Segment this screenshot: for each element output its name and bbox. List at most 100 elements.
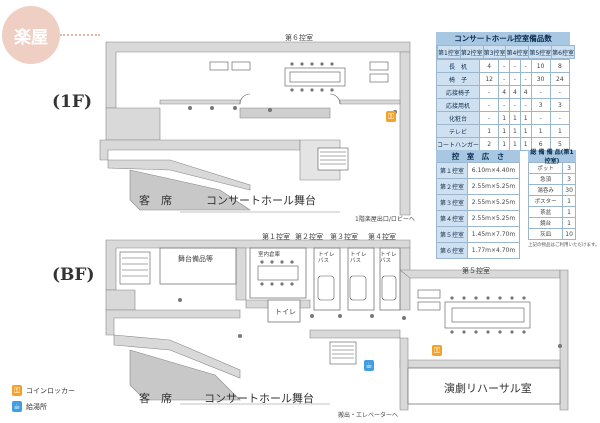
equipment-cell: -: [498, 59, 510, 73]
map-1f-stairs: [317, 147, 349, 171]
equipment-cell: -: [530, 85, 551, 99]
equipment-cell: 3: [530, 98, 551, 112]
equipment-cell: -: [509, 72, 521, 86]
equipment-table: コンサートホール控室備品数 第1控室 第2控室 第3控室 第4控室 第5控室 第…: [435, 32, 575, 151]
map-bf-rehearsal-room: [407, 367, 561, 405]
equipment-cell: 30: [530, 72, 551, 86]
label-1f-seats: 客 席: [139, 194, 172, 207]
equipment-row-label: 長 机: [435, 59, 481, 73]
size-row-value: 6.10m×4.40m: [467, 162, 520, 179]
size-row-label: 第２控室: [436, 178, 468, 195]
equipment-cell: 1: [498, 124, 510, 138]
size-row-label: 第６控室: [436, 242, 468, 259]
equipment-cell: 4: [509, 85, 521, 99]
equipment-cell: -: [509, 98, 521, 112]
water-icon: ☕: [364, 360, 374, 371]
size-row-value: 2.55m×5.25m: [467, 210, 520, 227]
general-row-value: 1: [562, 195, 576, 207]
equipment-cell: -: [549, 111, 571, 125]
legend-coin-locker-label: コインロッカー: [26, 386, 75, 395]
size-table-title: 控 室 広 さ: [436, 150, 520, 162]
dotted-divider: [60, 34, 100, 36]
general-row-value: 10: [562, 228, 576, 240]
label-toilet-bath-2: トイレ バス: [350, 252, 367, 264]
label-1f-exit: 1階楽屋出口/ロビーへ: [355, 216, 415, 223]
equipment-cell: 8: [549, 59, 571, 73]
general-row-value: 30: [562, 184, 576, 196]
label-room3: 第３控室: [330, 233, 358, 241]
general-row-label: 茶盆: [527, 206, 564, 218]
size-row-value: 1.45m×7.70m: [467, 226, 520, 243]
equipment-cell: -: [498, 98, 510, 112]
size-row-label: 第４控室: [436, 210, 468, 227]
equipment-row-label: 応接椅子: [435, 85, 481, 99]
label-room1: 第１控室: [262, 233, 290, 241]
water-icon: ☕: [12, 401, 22, 412]
label-room6: 第６控室: [285, 34, 313, 42]
map-bf-stairs-right: [329, 341, 357, 365]
map-bf-room1-table: [257, 265, 299, 281]
general-row-value: 3: [562, 173, 576, 185]
equipment-header: 第1控室: [437, 45, 461, 59]
size-row-value: 2.55m×5.25m: [467, 194, 520, 211]
equipment-cell: 1: [519, 124, 532, 138]
general-table-title: 総 備 備 品(第1控室): [528, 149, 576, 165]
label-room5: 第５控室: [462, 267, 490, 275]
equipment-cell: -: [479, 85, 500, 99]
equipment-row-label: テレビ: [435, 124, 481, 138]
size-row-label: 第５控室: [436, 226, 468, 243]
equipment-header: 第5控室: [528, 45, 553, 59]
label-bf-seats: 客 席: [139, 392, 172, 405]
equipment-cell: 24: [549, 72, 571, 86]
coin-locker-icon: ⚿: [386, 111, 396, 122]
equipment-cell: -: [519, 59, 532, 73]
size-row-value: 2.55m×5.25m: [467, 178, 520, 195]
equipment-header-row: 第1控室 第2控室 第3控室 第4控室 第5控室 第6控室: [436, 45, 575, 59]
map-bf-partitions: [159, 247, 401, 323]
general-row-label: 鏡台: [527, 217, 564, 229]
equipment-cell: 1: [498, 137, 510, 151]
legend-coin-locker: ⚿ コインロッカー: [12, 385, 75, 396]
equipment-row-label: 椅 子: [435, 72, 481, 86]
label-elevator: 搬出・エレベーターへ: [338, 412, 399, 419]
equipment-header: 第2控室: [459, 45, 484, 59]
equipment-cell: 10: [530, 59, 551, 73]
equipment-cell: 1: [549, 124, 571, 138]
section-title: 楽屋: [14, 27, 48, 48]
equipment-row-label: コートハンガー: [435, 137, 481, 151]
equipment-cell: -: [519, 72, 532, 86]
equipment-row-label: 化粧台: [435, 111, 481, 125]
equipment-cell: 1: [519, 111, 532, 125]
label-office: 室内倉庫: [258, 252, 281, 258]
equipment-cell: -: [479, 98, 500, 112]
equipment-header: 第6控室: [551, 45, 575, 59]
equipment-cell: -: [530, 111, 551, 125]
label-toilet-bath-3: トイレ バス: [380, 252, 397, 264]
legend-water-label: 給湯所: [26, 402, 47, 411]
equipment-cell: -: [549, 85, 571, 99]
equipment-cell: 1: [479, 124, 500, 138]
coin-locker-icon: ⚿: [432, 345, 442, 356]
general-table-note: 上記の物品はご利用いただけます。: [528, 243, 600, 248]
equipment-cell: 12: [479, 72, 500, 86]
equipment-cell: -: [519, 98, 532, 112]
size-row-label: 第３控室: [436, 194, 468, 211]
general-row-value: 1: [562, 206, 576, 218]
